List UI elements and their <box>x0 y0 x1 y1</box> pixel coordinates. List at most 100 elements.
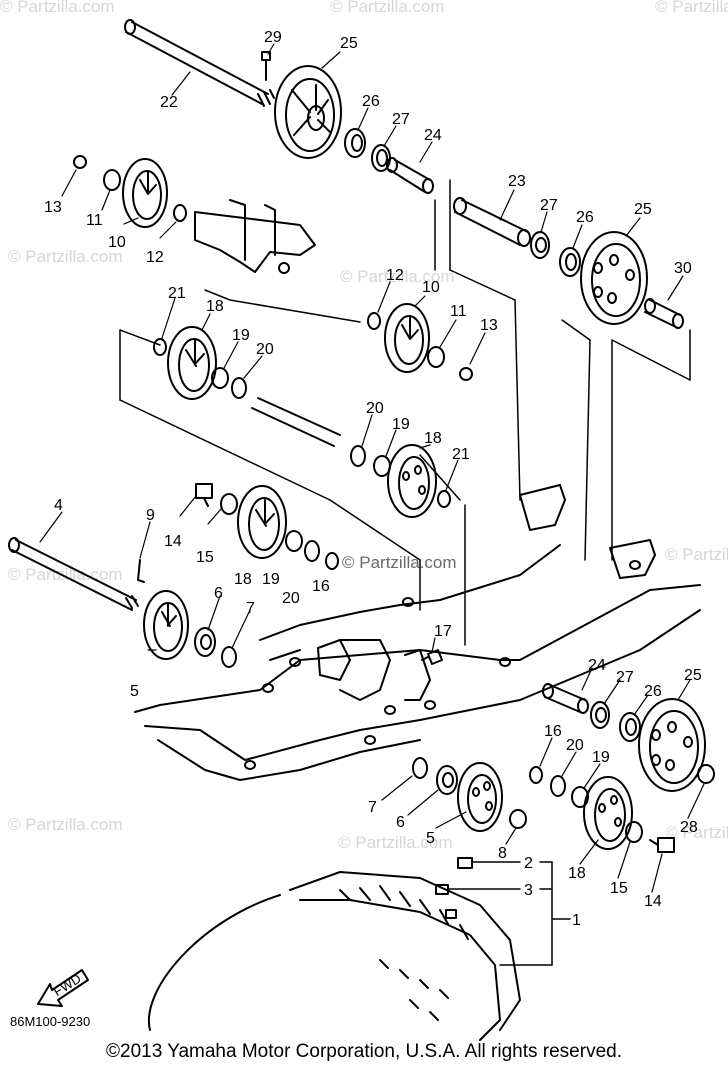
bearing-11-icon <box>427 346 445 368</box>
ring-20-icon <box>304 540 320 562</box>
collar-23-icon <box>453 197 531 247</box>
watermark-text: © Partzilla.com <box>665 823 728 842</box>
wheel-18-icon <box>583 776 633 850</box>
wheel-10-icon <box>122 158 168 228</box>
callout-11: 11 <box>86 212 103 229</box>
watermark-text: © Partzilla.com <box>0 0 115 16</box>
group-bracket-1 <box>447 861 571 966</box>
slide-rail-frame-icon <box>134 484 701 781</box>
callout-25: 25 <box>634 201 652 218</box>
bearing-19-icon <box>571 786 589 808</box>
callout-20: 20 <box>566 737 584 754</box>
wheel-18-icon <box>237 485 287 559</box>
ring-12-icon <box>173 204 187 222</box>
watermark-text: © Partzilla.com <box>8 815 123 834</box>
callout-27: 27 <box>540 197 558 214</box>
bearing-19-icon <box>211 367 229 389</box>
callout-24: 24 <box>424 127 442 144</box>
bolt-29-icon <box>261 51 271 81</box>
ring-7-icon <box>221 646 237 668</box>
callout-25: 25 <box>340 35 358 52</box>
callout-12: 12 <box>386 267 404 284</box>
nut-13-icon <box>459 367 473 381</box>
callout-26: 26 <box>362 93 380 110</box>
callout-10: 10 <box>108 234 126 251</box>
callout-1: 1 <box>572 912 581 929</box>
callout-19: 19 <box>262 571 280 588</box>
leader-lines <box>39 43 705 893</box>
wheel-10-icon <box>384 303 430 373</box>
washer-15-icon <box>220 493 238 515</box>
collar-30-icon <box>644 298 684 329</box>
watermark-text: © Partzilla.com <box>8 565 123 584</box>
callout-12: 12 <box>146 249 164 266</box>
callout-19: 19 <box>592 749 610 766</box>
callout-5: 5 <box>130 683 139 700</box>
ring-20-icon <box>231 377 247 399</box>
callout-7: 7 <box>368 799 377 816</box>
callout-15: 15 <box>610 880 628 897</box>
callout-18: 18 <box>568 865 586 882</box>
grease-fitting-17-icon <box>421 649 443 665</box>
callout-2: 2 <box>524 855 533 872</box>
callout-21: 21 <box>452 446 470 463</box>
callout-16: 16 <box>544 723 562 740</box>
callout-29: 29 <box>264 29 282 46</box>
callout-17: 17 <box>434 623 452 640</box>
callout-19: 19 <box>232 327 250 344</box>
bearing-26-icon <box>559 247 581 277</box>
callout-16: 16 <box>312 578 330 595</box>
callout-20: 20 <box>282 590 300 607</box>
callout-18: 18 <box>424 430 442 447</box>
watermark-text: © Partzilla.com <box>665 545 728 564</box>
ring-21-icon <box>437 490 451 508</box>
ring-16-icon <box>529 766 543 784</box>
callout-3: 3 <box>524 882 533 899</box>
pin-9-icon <box>137 559 145 583</box>
callout-5: 5 <box>426 830 435 847</box>
callout-27: 27 <box>616 669 634 686</box>
callout-24: 24 <box>588 657 606 674</box>
callout-20: 20 <box>366 400 384 417</box>
callout-labels: 29 25 22 26 27 24 13 11 10 12 23 27 26 2… <box>44 29 702 929</box>
callout-9: 9 <box>146 507 155 524</box>
callout-21: 21 <box>168 285 186 302</box>
callout-27: 27 <box>392 111 410 128</box>
bolt-14-icon <box>649 837 675 853</box>
callout-23: 23 <box>508 173 526 190</box>
washer-15-icon <box>625 821 643 843</box>
callout-30: 30 <box>674 260 692 277</box>
axle-bracket-icon <box>194 199 316 274</box>
front-direction-arrow-icon: FWD <box>37 969 89 1007</box>
callout-14: 14 <box>644 893 662 910</box>
callout-15: 15 <box>196 549 214 566</box>
callout-6: 6 <box>396 814 405 831</box>
ring-16-icon <box>325 552 339 570</box>
watermark-text: © Partzilla.com <box>340 267 455 286</box>
shaft-4-icon <box>8 537 139 611</box>
callout-18: 18 <box>234 571 252 588</box>
idler-wheel-25-icon <box>274 65 342 159</box>
watermark-text: © Partzilla.com <box>330 0 445 16</box>
callout-13: 13 <box>480 317 498 334</box>
callout-11: 11 <box>450 303 467 320</box>
callout-7: 7 <box>246 600 255 617</box>
assembly-lines <box>119 179 691 646</box>
callout-13: 13 <box>44 199 62 216</box>
watermark-text: © Partzilla.com <box>8 247 123 266</box>
callout-4: 4 <box>54 497 63 514</box>
bearing-11-icon <box>103 169 121 191</box>
ring-12-icon <box>367 312 381 330</box>
bearing-19-icon <box>285 530 303 552</box>
axle-icon <box>251 397 341 447</box>
plug-8-icon <box>509 809 527 829</box>
watermark-text: © Partzilla.com <box>338 833 453 852</box>
callout-19: 19 <box>392 416 410 433</box>
watermark-text: © Partzilla.com <box>655 0 728 16</box>
idler-wheel-25-icon <box>580 231 648 325</box>
collar-24-icon <box>542 683 589 714</box>
callout-22: 22 <box>160 94 178 111</box>
wheel-5-icon <box>143 590 189 660</box>
callout-8: 8 <box>498 845 507 862</box>
